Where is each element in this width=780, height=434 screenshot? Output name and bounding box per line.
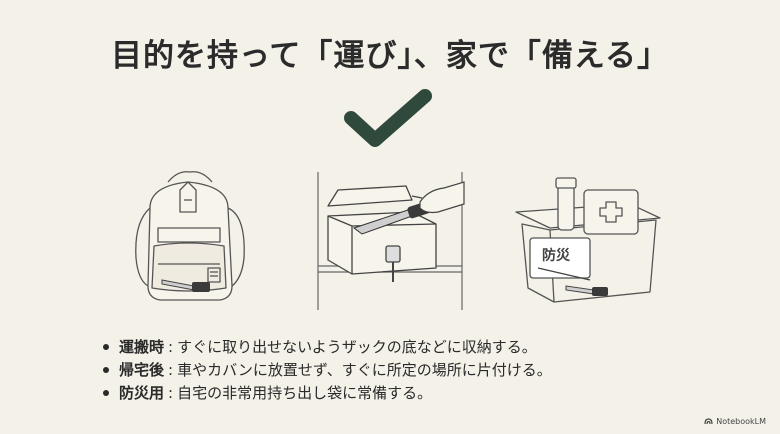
brand-watermark: NotebookLM <box>704 417 766 426</box>
bullet-text: 自宅の非常用持ち出し袋に常備する。 <box>177 384 433 402</box>
backpack-icon <box>135 171 245 301</box>
bullet-dot <box>103 343 109 350</box>
bullet-list: 運搬時 : すぐに取り出せないようザックの底などに収納する。 帰宅後 : 車やカ… <box>103 335 743 404</box>
bullet-separator: : <box>168 383 174 402</box>
list-item: 防災用 : 自宅の非常用持ち出し袋に常備する。 <box>103 381 743 404</box>
bullet-dot <box>103 389 109 396</box>
bullet-term: 運搬時 <box>119 338 165 356</box>
checkmark-icon <box>344 89 432 147</box>
bullet-text: すぐに取り出せないようザックの底などに収納する。 <box>177 338 537 356</box>
bullet-term: 帰宅後 <box>119 361 165 379</box>
bullet-separator: : <box>168 360 174 379</box>
bullet-dot <box>103 366 109 373</box>
emergency-box-icon: 防災 <box>515 177 661 303</box>
list-item: 帰宅後 : 車やカバンに放置せず、すぐに所定の場所に片付ける。 <box>103 358 743 381</box>
list-item: 運搬時 : すぐに取り出せないようザックの底などに収納する。 <box>103 335 743 358</box>
brand-label: NotebookLM <box>716 417 766 426</box>
slide-title: 目的を持って「運び」、家で「備える」 <box>110 38 670 74</box>
bullet-separator: : <box>168 337 174 356</box>
bullet-term: 防災用 <box>119 384 165 402</box>
bullet-text: 車やカバンに放置せず、すぐに所定の場所に片付ける。 <box>177 361 552 379</box>
box-label: 防災 <box>542 247 571 264</box>
lockbox-icon <box>317 172 465 310</box>
notebooklm-logo-icon <box>704 418 713 425</box>
